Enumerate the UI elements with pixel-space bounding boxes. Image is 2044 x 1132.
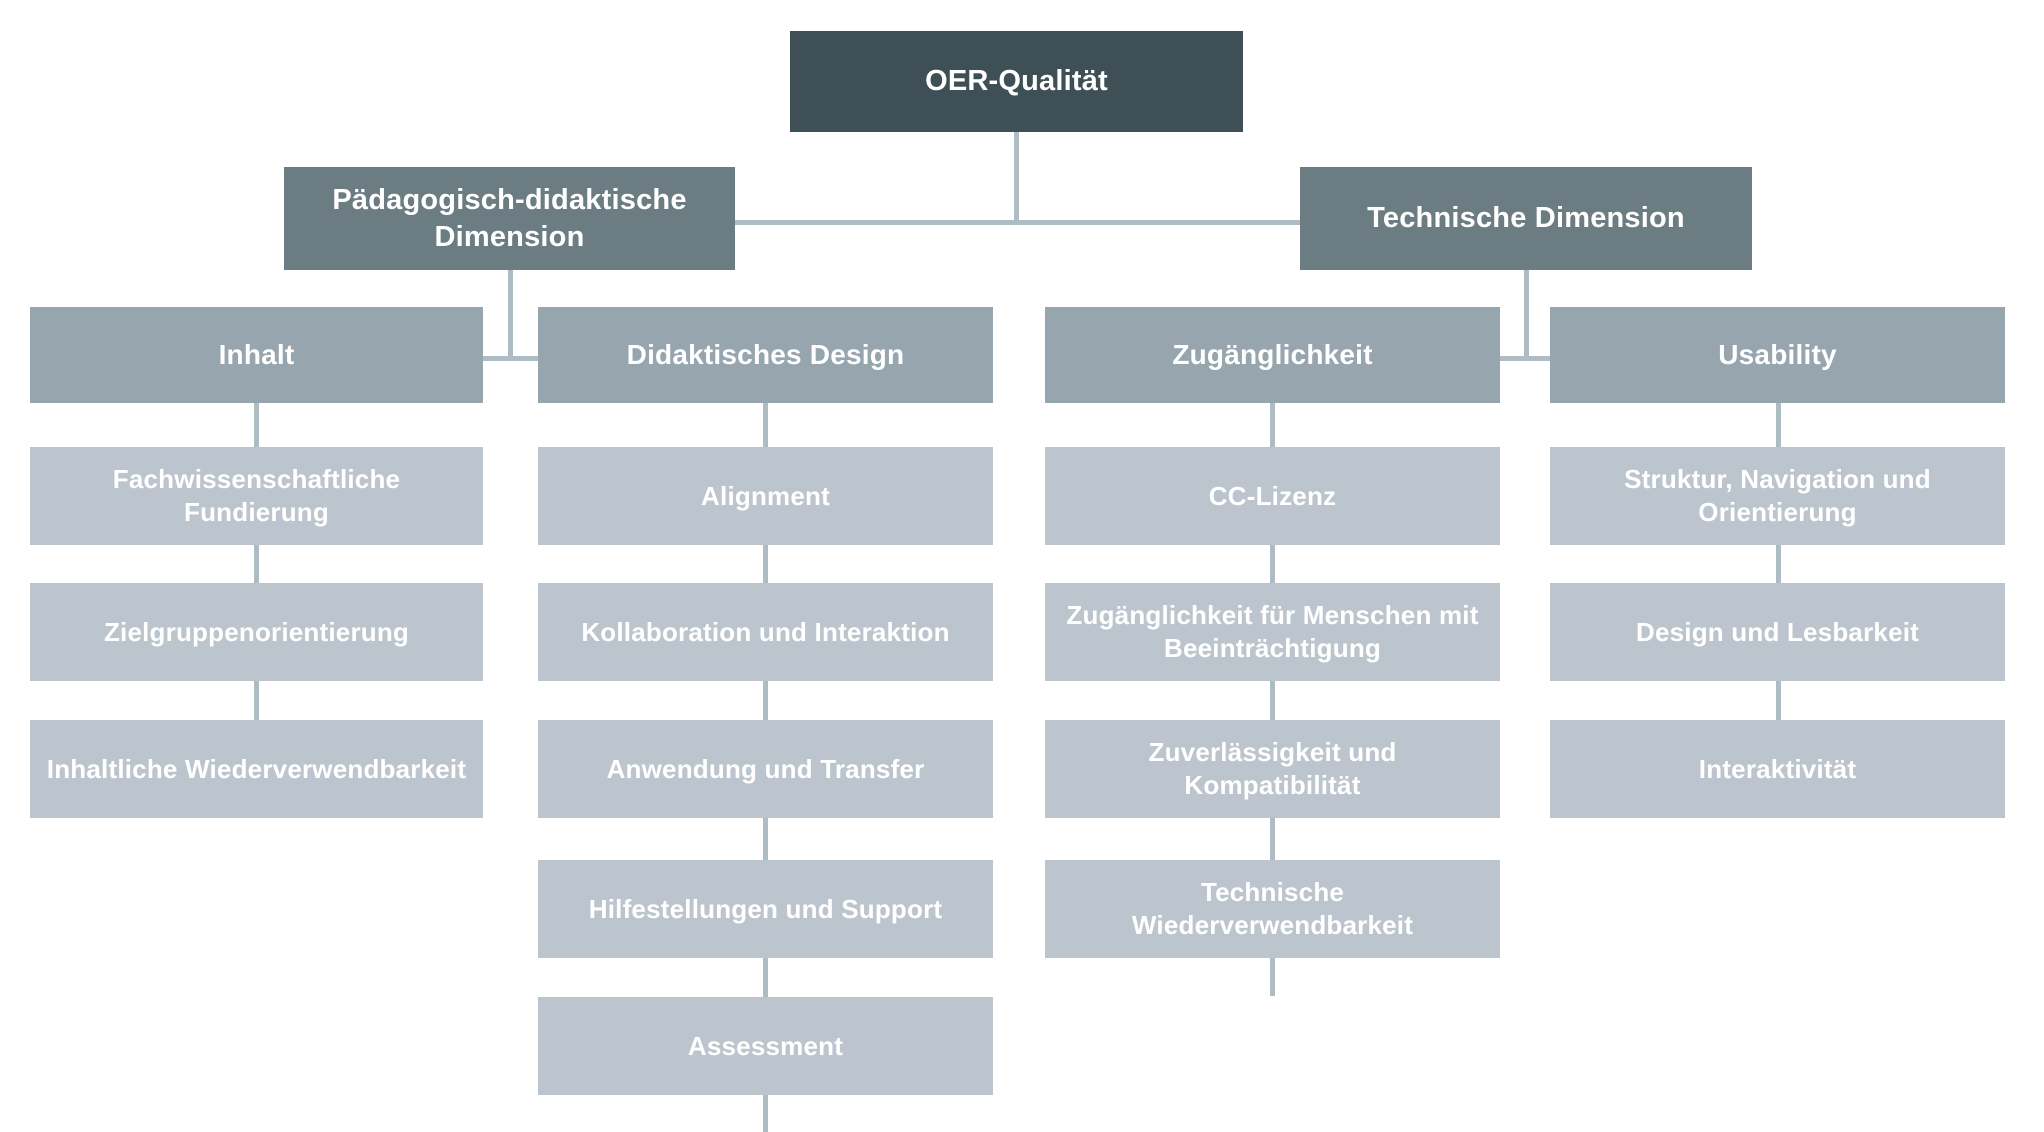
node-leaf-alignment[interactable]: Alignment: [538, 447, 993, 545]
node-dimension-paedagogisch-didaktisch[interactable]: Pädagogisch-didaktische Dimension: [284, 167, 735, 270]
connector-left-dimension-stem: [508, 270, 513, 360]
node-leaf-hilfestellungen-und-support[interactable]: Hilfestellungen und Support: [538, 860, 993, 958]
node-leaf-design-und-lesbarkeit[interactable]: Design und Lesbarkeit: [1550, 583, 2005, 681]
node-leaf-anwendung-und-transfer[interactable]: Anwendung und Transfer: [538, 720, 993, 818]
node-category-inhalt[interactable]: Inhalt: [30, 307, 483, 403]
connector-spine-col3: [1270, 403, 1275, 996]
node-leaf-cc-lizenz[interactable]: CC-Lizenz: [1045, 447, 1500, 545]
node-leaf-zuverlaessigkeit-und-kompatibilitaet[interactable]: Zuverlässigkeit und Kompatibilität: [1045, 720, 1500, 818]
node-leaf-struktur-navigation-und-orientierung[interactable]: Struktur, Navigation und Orientierung: [1550, 447, 2005, 545]
node-leaf-inhaltliche-wiederverwendbarkeit[interactable]: Inhaltliche Wiederverwendbarkeit: [30, 720, 483, 818]
node-dimension-technische[interactable]: Technische Dimension: [1300, 167, 1752, 270]
node-leaf-zielgruppenorientierung[interactable]: Zielgruppenorientierung: [30, 583, 483, 681]
connector-dimension-bus: [733, 220, 1303, 225]
node-leaf-interaktivitaet[interactable]: Interaktivität: [1550, 720, 2005, 818]
connector-spine-col1: [254, 403, 259, 723]
node-leaf-assessment[interactable]: Assessment: [538, 997, 993, 1095]
node-category-zugaenglichkeit[interactable]: Zugänglichkeit: [1045, 307, 1500, 403]
connector-right-category-bus: [1270, 356, 1780, 361]
node-leaf-zugaenglichkeit-fuer-menschen-mit-beeintraechtigung[interactable]: Zugänglichkeit für Menschen mit Beeinträ…: [1045, 583, 1500, 681]
connector-right-dimension-stem: [1524, 270, 1529, 360]
node-leaf-technische-wiederverwendbarkeit[interactable]: Technische Wiederverwendbarkeit: [1045, 860, 1500, 958]
connector-spine-col4: [1776, 403, 1781, 723]
node-category-usability[interactable]: Usability: [1550, 307, 2005, 403]
connector-left-category-bus: [254, 356, 764, 361]
connector-root-stem: [1014, 132, 1019, 223]
node-leaf-fachwissenschaftliche-fundierung[interactable]: Fachwissenschaftliche Fundierung: [30, 447, 483, 545]
node-leaf-kollaboration-und-interaktion[interactable]: Kollaboration und Interaktion: [538, 583, 993, 681]
node-category-didaktisches-design[interactable]: Didaktisches Design: [538, 307, 993, 403]
node-root-oer-qualitaet[interactable]: OER-Qualität: [790, 31, 1243, 132]
